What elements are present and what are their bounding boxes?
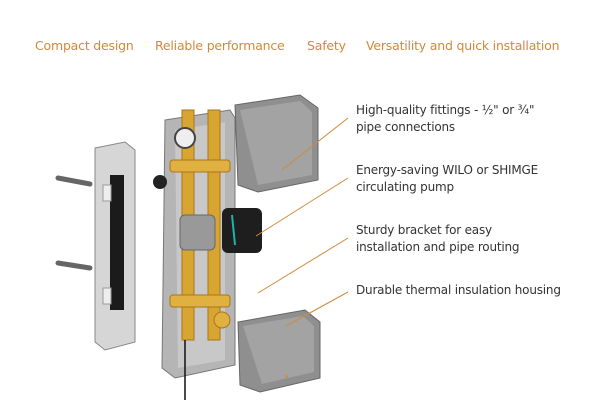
svg-text:■: ■ xyxy=(285,374,288,380)
circulating-pump xyxy=(179,208,262,253)
pressure-gauge-icon xyxy=(174,127,196,149)
feature-pump-line2: circulating pump xyxy=(356,180,454,194)
feature-bracket-line2: installation and pipe routing xyxy=(356,240,520,254)
feature-housing-line1: Durable thermal insulation housing xyxy=(356,283,561,297)
tab-versatility[interactable]: Versatility and quick installation xyxy=(366,38,560,53)
wall-screws xyxy=(55,175,93,271)
feature-fittings: High-quality fittings - ½" or ¾" pipe co… xyxy=(356,102,596,136)
tab-reliable-performance[interactable]: Reliable performance xyxy=(155,38,285,53)
feature-tabs: Compact design Reliable performance Safe… xyxy=(0,38,600,56)
feature-bracket: Sturdy bracket for easy installation and… xyxy=(356,222,596,256)
tab-safety[interactable]: Safety xyxy=(307,38,346,53)
tab-compact-design[interactable]: Compact design xyxy=(35,38,134,53)
feature-pump-line1: Energy-saving WILO or SHIMGE xyxy=(356,163,539,177)
feature-housing: Durable thermal insulation housing xyxy=(356,282,596,299)
mounting-bracket xyxy=(94,141,136,351)
feature-bracket-line1: Sturdy bracket for easy xyxy=(356,223,492,237)
feature-pump: Energy-saving WILO or SHIMGE circulating… xyxy=(356,162,596,196)
leader-lines xyxy=(255,117,349,327)
feature-fittings-line2: pipe connections xyxy=(356,120,455,134)
feature-fittings-line1: High-quality fittings - ½" or ¾" xyxy=(356,103,535,117)
